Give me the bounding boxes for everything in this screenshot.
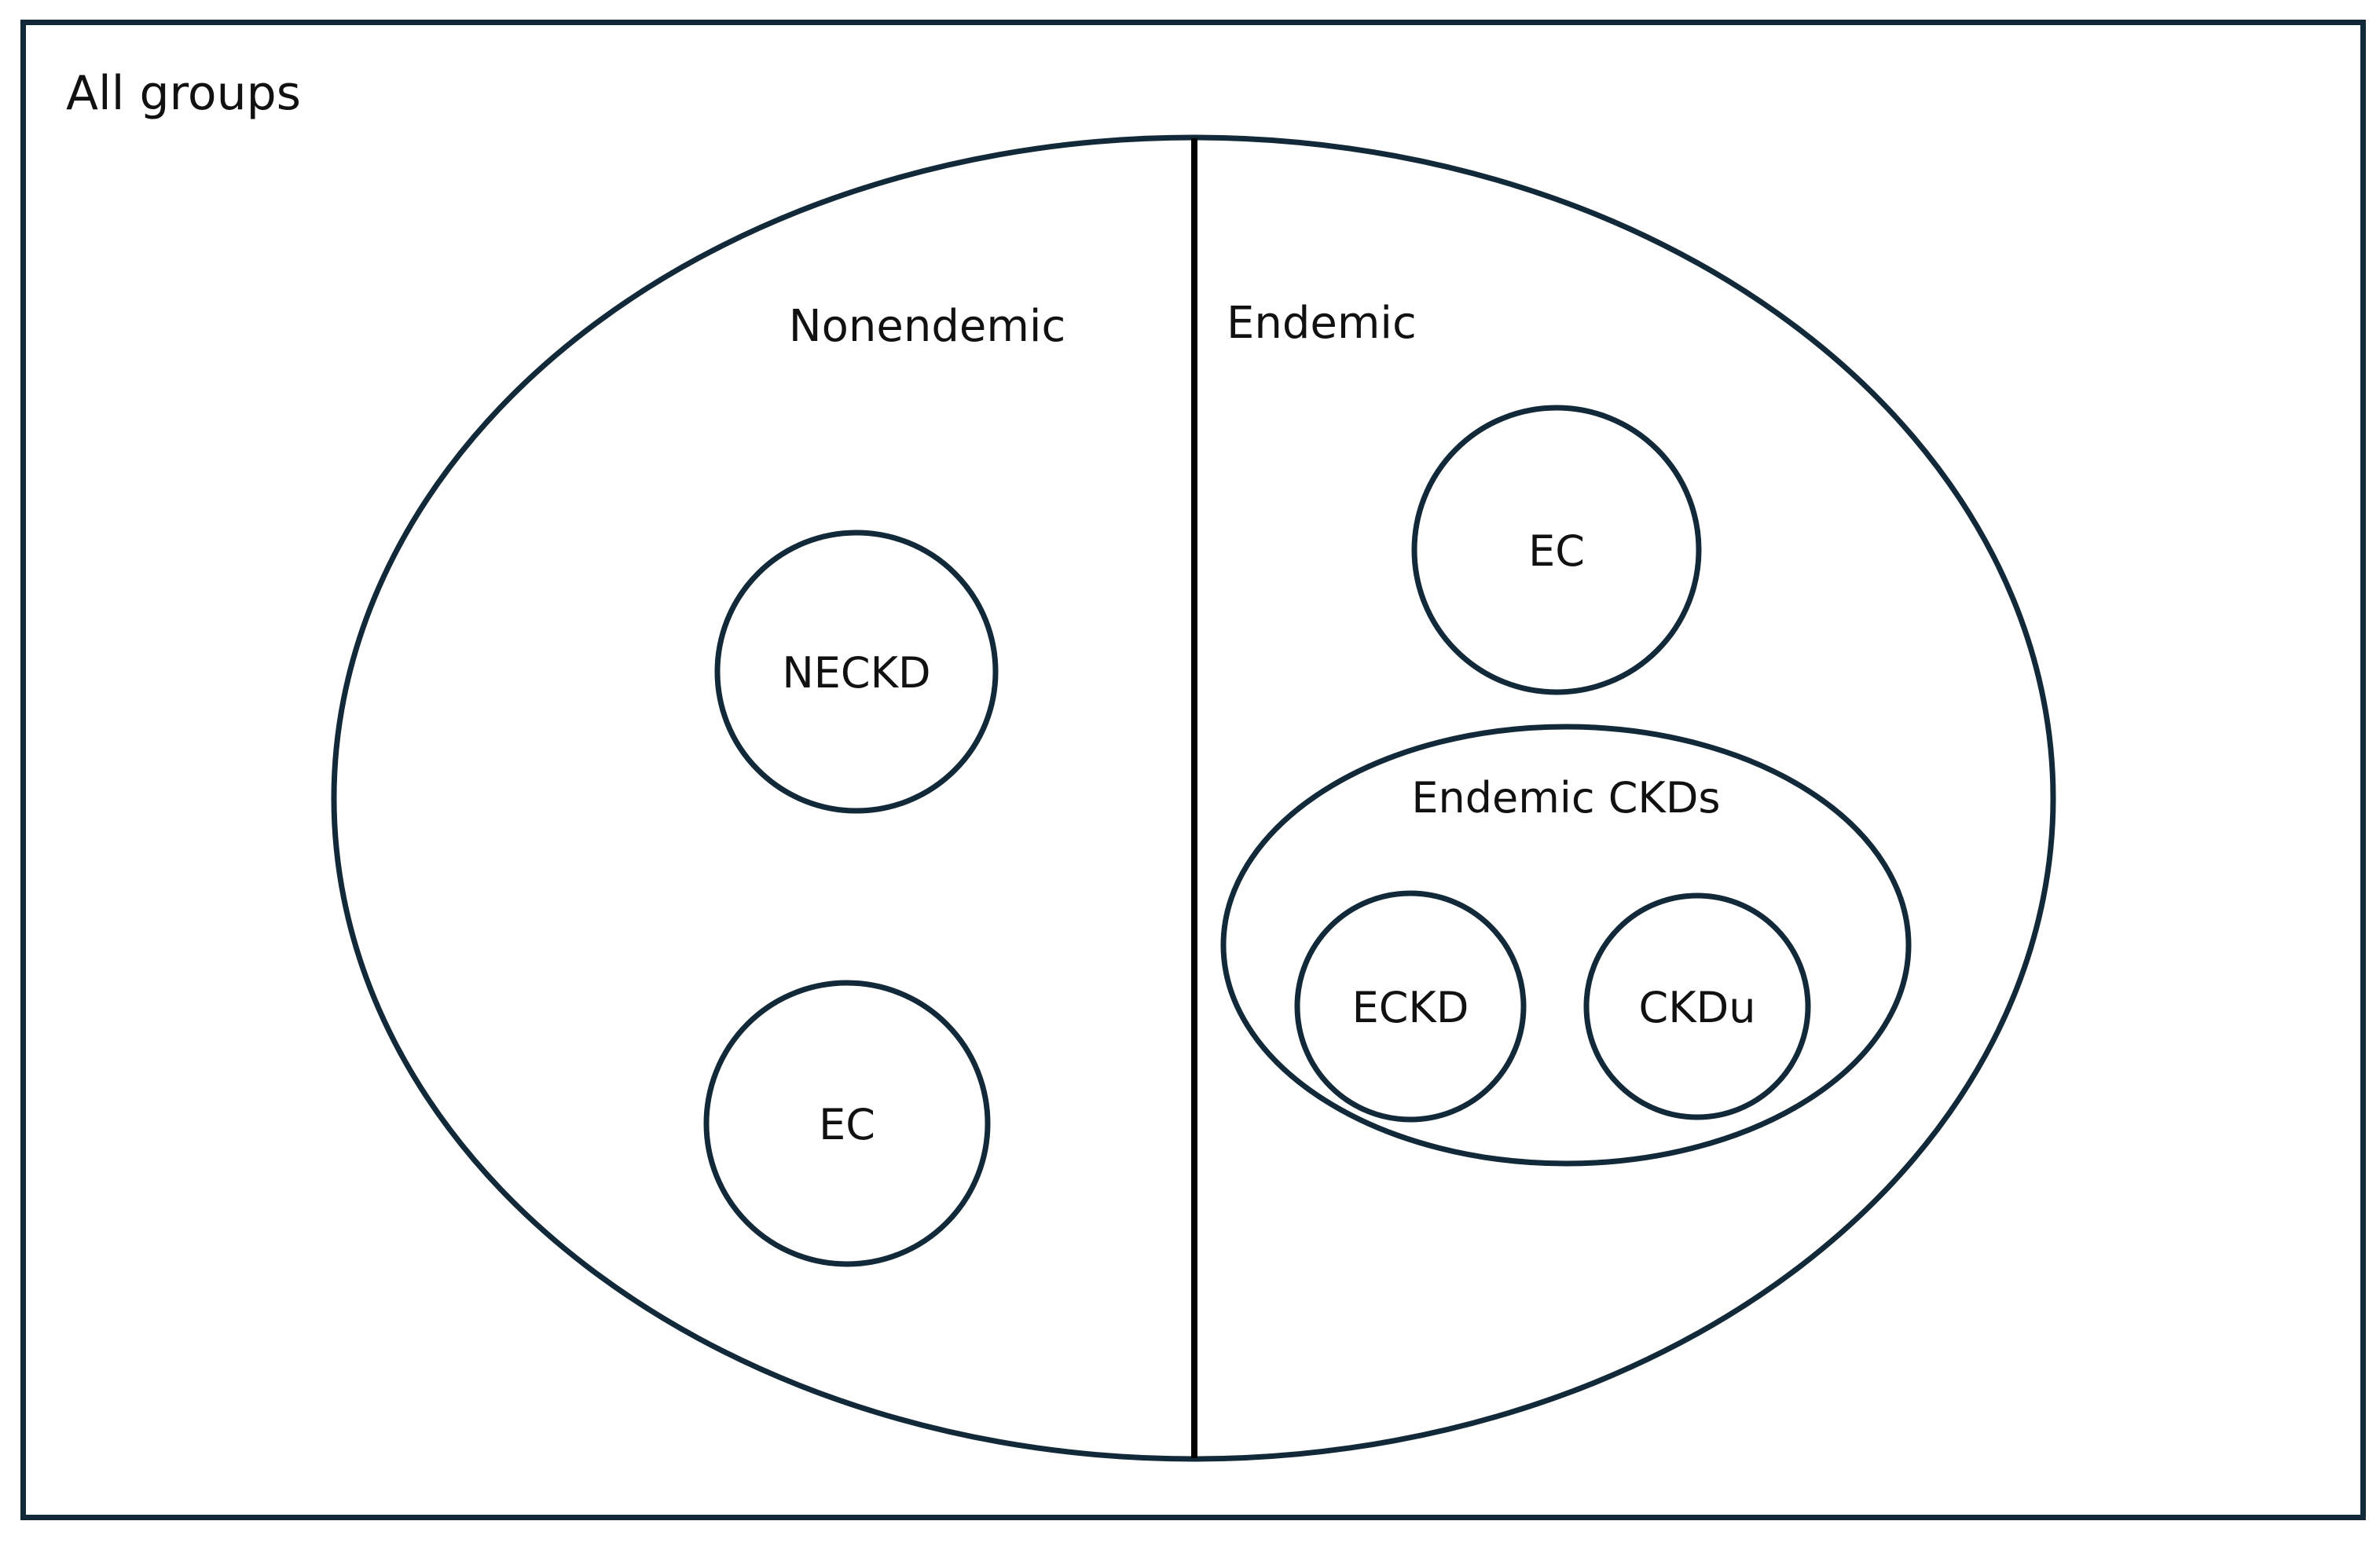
node-circle-ckdu bbox=[1583, 892, 1811, 1120]
node-label-ckdu: CKDu bbox=[1639, 983, 1756, 1032]
region-label-endemic: Endemic bbox=[1227, 298, 1417, 349]
node-label-ec-endemic: EC bbox=[1528, 526, 1585, 576]
node-circle-eckd bbox=[1294, 890, 1527, 1123]
endemic-ckds-ellipse bbox=[1220, 724, 1912, 1167]
group-label-endemic-ckds: Endemic CKDs bbox=[1411, 773, 1720, 823]
page-title: All groups bbox=[66, 66, 301, 121]
node-circle-neckd bbox=[714, 530, 999, 814]
node-circle-ec-nonendemic bbox=[703, 980, 991, 1267]
region-label-nonendemic: Nonendemic bbox=[789, 301, 1066, 352]
node-label-eckd: ECKD bbox=[1352, 983, 1469, 1032]
node-label-ec-nonendemic: EC bbox=[819, 1100, 875, 1149]
node-label-neckd: NECKD bbox=[782, 648, 930, 698]
node-circle-ec-endemic bbox=[1411, 405, 1702, 695]
all-groups-ellipse bbox=[331, 134, 2056, 1462]
